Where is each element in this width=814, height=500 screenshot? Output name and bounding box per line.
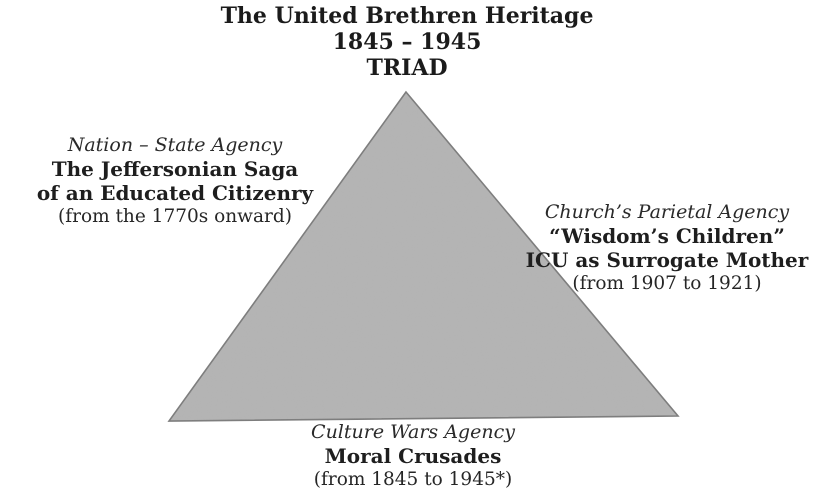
title-line-2: 1845 – 1945 (332, 29, 482, 55)
culture-wars-title-line: Moral Crusades (324, 444, 502, 468)
triangle-grain-texture (169, 92, 678, 421)
label-nation-state: Nation – State Agency The Jeffersonian S… (30, 133, 320, 229)
church-title-line-2: ICU as Surrogate Mother (525, 248, 809, 272)
nation-state-date-note: (from the 1770s onward) (58, 206, 292, 227)
culture-wars-agency-line: Culture Wars Agency (311, 421, 515, 443)
nation-state-title-line-1: The Jeffersonian Saga (51, 157, 299, 181)
title-line-3: TRIAD (366, 55, 448, 81)
church-agency-line: Church’s Parietal Agency (544, 201, 790, 223)
church-date-note: (from 1907 to 1921) (572, 273, 762, 294)
label-church-parietal: Church’s Parietal Agency “Wisdom’s Child… (517, 200, 814, 296)
church-title-line-1: “Wisdom’s Children” (549, 224, 785, 248)
culture-wars-date-note: (from 1845 to 1945*) (313, 469, 513, 490)
title-line-1: The United Brethren Heritage (220, 3, 594, 29)
nation-state-title-line-2: of an Educated Citizenry (36, 181, 314, 205)
label-culture-wars: Culture Wars Agency Moral Crusades (from… (263, 420, 563, 492)
nation-state-agency-line: Nation – State Agency (67, 134, 283, 156)
diagram-title: The United Brethren Heritage 1845 – 1945… (0, 3, 814, 81)
